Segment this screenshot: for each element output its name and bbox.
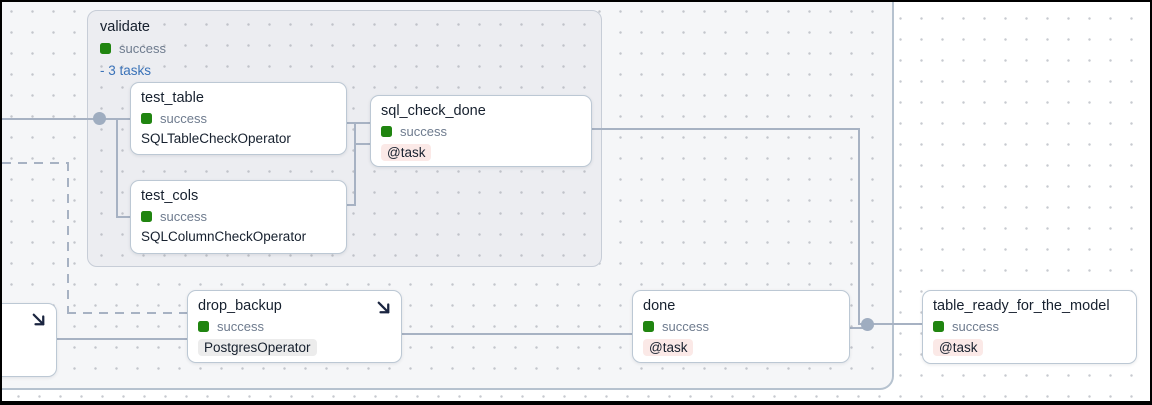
task-node-done[interactable]: done success @task xyxy=(632,290,850,363)
operator-badge: PostgresOperator xyxy=(198,339,317,356)
task-node-drop-backup[interactable]: drop_backup success PostgresOperator xyxy=(187,290,402,363)
group-collapse-toggle[interactable]: - 3 tasks xyxy=(100,63,152,78)
edge-test-cols-to-sql-check-done xyxy=(354,143,371,145)
success-status-icon xyxy=(643,321,654,332)
task-title: drop_backup xyxy=(198,298,282,314)
edge-done-out xyxy=(850,327,868,329)
success-status-icon xyxy=(141,211,152,222)
success-status-icon xyxy=(198,321,209,332)
task-node-test-table[interactable]: test_table success SQLTableCheckOperator xyxy=(130,82,347,155)
success-status-icon xyxy=(933,321,944,332)
task-title: test_cols xyxy=(141,188,199,204)
group-status-label: success xyxy=(119,41,166,56)
edge-junction-dot-left xyxy=(93,112,106,125)
task-node-test-cols[interactable]: test_cols success SQLColumnCheckOperator xyxy=(130,180,347,254)
arrow-down-right-icon xyxy=(29,310,48,329)
task-node-partial-offscreen[interactable] xyxy=(2,303,57,377)
operator-label: SQLTableCheckOperator xyxy=(141,131,291,146)
task-title: table_ready_for_the_model xyxy=(933,298,1110,314)
success-status-icon xyxy=(381,126,392,137)
task-node-sql-check-done[interactable]: sql_check_done success @task xyxy=(370,95,592,167)
task-title: sql_check_done xyxy=(381,103,486,119)
success-status-icon xyxy=(100,43,111,54)
edge-merge-vertical xyxy=(354,122,356,206)
task-status-label: success xyxy=(217,319,264,334)
edge-drop-backup-to-done xyxy=(402,333,633,335)
task-status-label: success xyxy=(160,209,207,224)
task-status-label: success xyxy=(662,319,709,334)
edge-to-table-ready xyxy=(858,323,923,325)
edge-sql-check-done-down xyxy=(858,128,860,325)
operator-label: SQLColumnCheckOperator xyxy=(141,229,307,244)
task-status-label: success xyxy=(160,111,207,126)
edge-test-table-to-sql-check-done xyxy=(347,122,371,124)
edge-offscreen-node-to-drop-backup xyxy=(57,338,188,340)
edge-upstream-to-test-cols xyxy=(116,216,130,218)
edge-upstream-to-test-table xyxy=(2,118,130,120)
edge-junction-dot-right xyxy=(861,318,874,331)
task-status-label: success xyxy=(952,319,999,334)
group-title: validate xyxy=(100,19,150,35)
edge-upstream-to-test-cols-vertical xyxy=(116,118,118,218)
edge-dashed-to-drop-backup xyxy=(67,312,188,314)
arrow-down-right-icon xyxy=(374,298,393,317)
task-decorator-badge: @task xyxy=(381,144,432,161)
task-node-table-ready-for-the-model[interactable]: table_ready_for_the_model success @task xyxy=(922,290,1137,364)
edge-test-cols-out xyxy=(347,204,356,206)
task-decorator-badge: @task xyxy=(933,339,984,356)
edge-dashed-horizontal-upper xyxy=(2,162,69,164)
edge-sql-check-done-out xyxy=(592,128,860,130)
task-status-label: success xyxy=(400,124,447,139)
task-title: test_table xyxy=(141,90,204,106)
success-status-icon xyxy=(141,113,152,124)
task-title: done xyxy=(643,298,676,314)
edge-dashed-vertical xyxy=(67,162,69,313)
task-decorator-badge: @task xyxy=(643,339,694,356)
